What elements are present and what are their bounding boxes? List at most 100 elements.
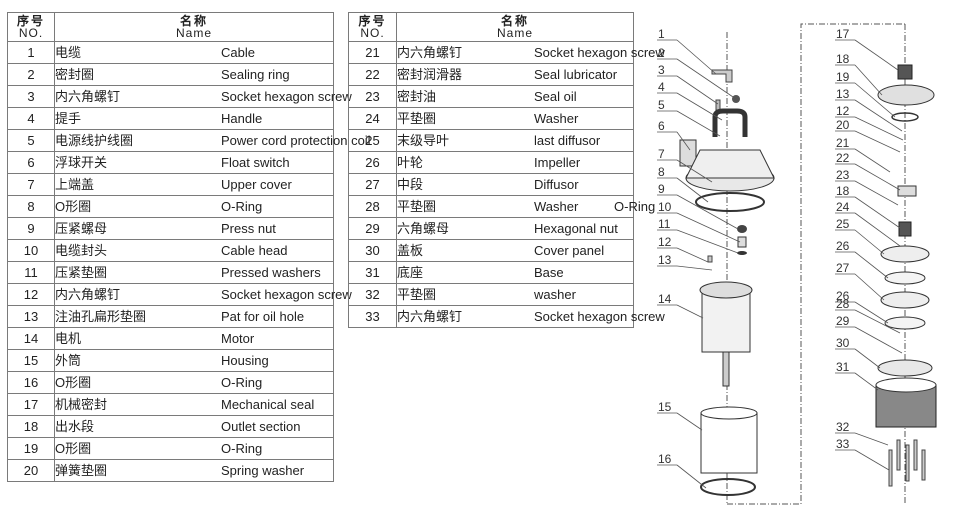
part-name-cn: 弹簧垫圈 [55,463,108,478]
part-name-cn: O形圈 [55,199,92,214]
part-name-en: Washer [534,111,579,126]
part-name-en: last diffusor [534,133,601,148]
part-name-cn: 底座 [397,265,424,280]
impeller-2-part [884,316,926,330]
leader-line [854,64,883,96]
right-callout: 20 [835,118,901,153]
callout-number: 16 [658,452,672,466]
part-name-cn: 内六角螺钉 [55,287,121,302]
callout-number: 14 [658,292,672,306]
callout-number: 22 [836,151,850,165]
leader-line [854,163,901,191]
part-number: 16 [7,371,55,394]
leader-line [854,212,901,247]
part-number: 15 [7,349,55,372]
cover-panel-part [877,359,933,377]
part-name-en: O-Ring [221,441,263,456]
part-name-cn: 提手 [55,111,82,126]
part-name-en: Seal oil [534,89,577,104]
left-callout: 12 [657,235,709,263]
part-number: 30 [348,239,397,262]
right-callout: 13 [835,87,903,132]
part-number: 2 [7,63,55,86]
leader-line [676,58,737,100]
motor-part [701,289,751,353]
leader-line [854,372,879,391]
part-name-cn: 内六角螺钉 [397,45,463,60]
left-callout: 5 [657,98,721,137]
right-callout: 22 [835,151,901,191]
right-callout: 21 [835,136,891,173]
leader-line [676,247,709,263]
leader-line [676,464,707,489]
callout-number: 12 [836,104,850,118]
leader-line [854,348,881,369]
leader-line [676,194,739,230]
part-name-en: Float switch [221,155,290,170]
part-number: 32 [348,283,397,306]
callout-number: 23 [836,168,850,182]
leader-line [854,449,890,471]
callout-number: 7 [658,147,665,161]
leader-line [854,273,885,301]
header-name-en: Name [496,26,533,40]
callout-number: 17 [836,27,850,41]
part-name-en: Cable [221,45,255,60]
part-name-en: Mechanical seal [221,397,315,412]
leader-line [854,301,889,324]
assembly-connector-line [727,23,905,505]
part-name-cn: 盖板 [397,243,424,258]
part-name-cn: 六角螺母 [397,221,450,236]
callout-number: 4 [658,80,665,94]
part-name-cn: 内六角螺钉 [397,309,463,324]
handle-part [712,108,748,137]
cable-part [711,69,733,83]
callout-number: 10 [658,200,672,214]
part-name-cn: 压紧螺母 [55,221,108,236]
right-callout: 30 [835,336,881,369]
float-switch-part [679,139,697,167]
leader-line [854,148,891,173]
part-name-en: Washer [534,199,579,214]
right-callout: 25 [835,217,885,255]
part-number: 1 [7,41,55,64]
base-screws [888,439,926,487]
mechanical-seal-part [897,64,913,80]
impeller-part [884,271,926,285]
part-name-extra: O-Ring [614,199,656,214]
callout-number: 32 [836,420,850,434]
part-name-en: Upper cover [221,177,292,192]
part-name-cn: 平垫圈 [397,287,437,302]
header-no-en: NO. [18,26,44,40]
leader-line [676,212,741,243]
leader-line [676,75,719,105]
callout-number: 13 [836,87,850,101]
part-name-en: Spring washer [221,463,305,478]
callout-number: 21 [836,136,850,150]
part-name-en: Outlet section [221,419,301,434]
callout-number: 27 [836,261,850,275]
part-name-en: Sealing ring [221,67,290,82]
left-callout: 13 [657,253,713,271]
part-name-en: Hexagonal nut [534,221,618,236]
left-callout: 8 [657,165,709,203]
